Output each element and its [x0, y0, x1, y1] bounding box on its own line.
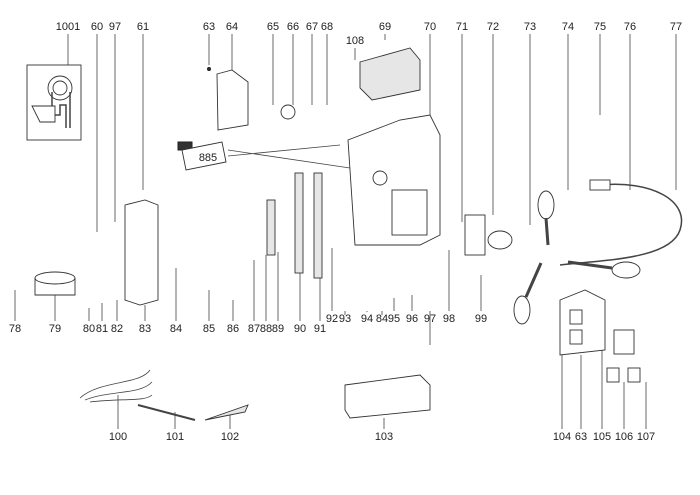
part-label: 88 [260, 323, 272, 335]
part-label: 61 [137, 21, 149, 33]
part-label: 64 [226, 21, 238, 33]
part-label: 101 [166, 431, 184, 443]
part-90-rail [294, 172, 304, 274]
part-label: 99 [475, 313, 487, 325]
part-83-column [124, 199, 159, 306]
part-label: 76 [624, 21, 636, 33]
part-66-washer [280, 104, 296, 120]
part-label: 63 [203, 21, 215, 33]
part-104-plate [559, 289, 606, 356]
part-72-switch [464, 214, 486, 256]
part-100-cables [79, 369, 153, 403]
part-label: 90 [294, 323, 306, 335]
part-label: 84 [376, 313, 388, 325]
part-label: 72 [487, 21, 499, 33]
part-label: 78 [9, 323, 21, 335]
part-89-rail [266, 199, 276, 256]
part-label: 81 [96, 323, 108, 335]
part-label: 73 [524, 21, 536, 33]
part-label: 67 [306, 21, 318, 33]
part-74-handle [537, 190, 555, 220]
part-label: 93 [339, 313, 351, 325]
part-103-magnet-base [344, 374, 431, 419]
part-label: 96 [406, 313, 418, 325]
part-label: 97 [424, 313, 436, 325]
part-label: 98 [443, 313, 455, 325]
part-label: 65 [267, 21, 279, 33]
part-64-cover-plate [216, 69, 249, 131]
part-label: 82 [111, 323, 123, 335]
part-106-switch [606, 367, 620, 383]
part-label: 91 [314, 323, 326, 335]
part-label: 1001 [56, 21, 80, 33]
part-label: 84 [170, 323, 182, 335]
part-label: 105 [593, 431, 611, 443]
part-1001-inset [26, 64, 82, 141]
part-label: 69 [379, 21, 391, 33]
part-label: 66 [287, 21, 299, 33]
part-label: 85 [203, 323, 215, 335]
part-label: 97 [109, 21, 121, 33]
parts: 885 [26, 47, 683, 421]
part-label: 104 [553, 431, 571, 443]
tube-label: 885 [199, 152, 217, 164]
part-107-switch [627, 367, 641, 383]
part-label: 70 [424, 21, 436, 33]
part-label: 63 [575, 431, 587, 443]
part-label: 106 [615, 431, 633, 443]
part-label: 68 [321, 21, 333, 33]
part-102-wedge [204, 404, 249, 421]
part-label: 107 [637, 431, 655, 443]
part-label: 89 [272, 323, 284, 335]
part-label: 86 [227, 323, 239, 335]
part-label: 83 [139, 323, 151, 335]
part-77-power-cable [559, 183, 683, 266]
part-label: 80 [83, 323, 95, 335]
part-63-screw [207, 67, 211, 71]
part-69-tank [359, 47, 421, 101]
leader-lines [14, 34, 677, 429]
part-label: 103 [375, 431, 393, 443]
part-label: 92 [326, 313, 338, 325]
part-label: 95 [388, 313, 400, 325]
part-105-switch [613, 329, 635, 355]
part-label: 94 [361, 313, 373, 325]
part-label: 77 [670, 21, 682, 33]
part-label: 75 [594, 21, 606, 33]
part-label: 100 [109, 431, 127, 443]
part-label: 71 [456, 21, 468, 33]
part-73-brush [487, 230, 513, 250]
part-885-grease-tube: 885 [177, 141, 351, 171]
part-101-rod [137, 404, 196, 421]
part-label: 60 [91, 21, 103, 33]
part-91-rack [313, 172, 323, 279]
part-label: 74 [562, 21, 574, 33]
part-label: 87 [248, 323, 260, 335]
part-label: 79 [49, 323, 61, 335]
part-label: 108 [346, 35, 364, 47]
part-label: 102 [221, 431, 239, 443]
